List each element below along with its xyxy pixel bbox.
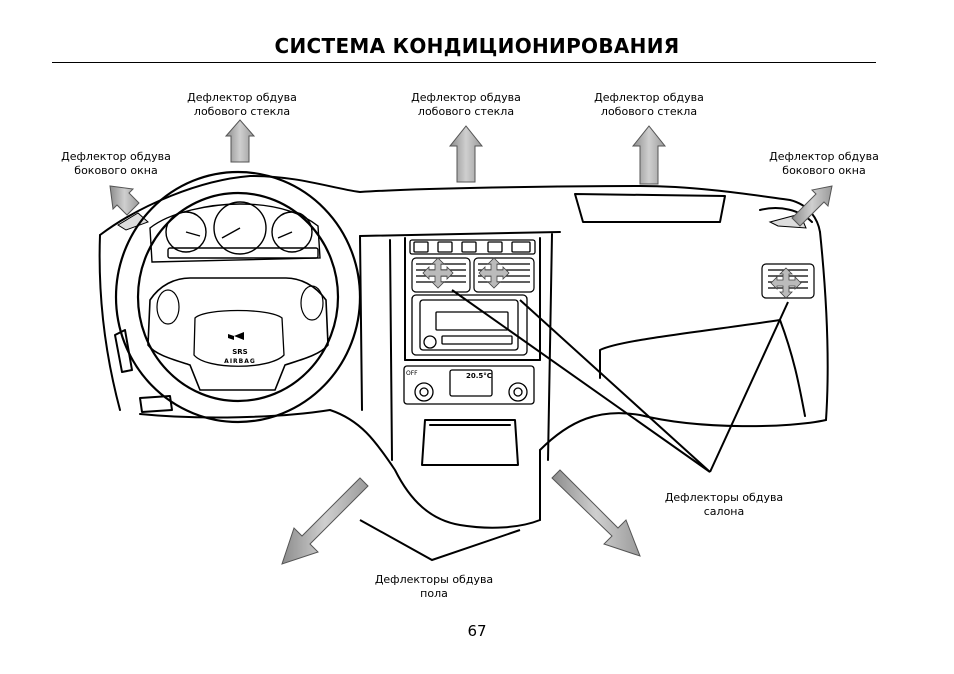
horn-icon xyxy=(228,332,244,340)
climate-off-label: OFF xyxy=(406,370,418,377)
page-title: СИСТЕМА КОНДИЦИОНИРОВАНИЯ xyxy=(274,34,680,58)
windshield-arrow-center xyxy=(448,125,484,183)
label-windshield-right: Дефлектор обдува лобового стекла xyxy=(594,91,704,118)
label-windshield-center: Дефлектор обдува лобового стекла xyxy=(411,91,521,118)
title-rule xyxy=(52,62,876,63)
climate-temp-readout: 20.5°C xyxy=(466,372,492,380)
right-vent-direction-icon xyxy=(770,267,802,299)
floor-arrow-left xyxy=(281,477,369,565)
center-console xyxy=(403,239,536,405)
page-number: 67 xyxy=(467,622,487,640)
left-side-vent xyxy=(117,212,149,231)
windshield-arrow-left xyxy=(224,119,256,163)
steering-wheel xyxy=(114,170,362,424)
center-vent-direction-icon xyxy=(422,257,510,289)
srs-marking: SRS xyxy=(232,348,247,356)
pointer-lines xyxy=(359,289,789,562)
label-side-window-right: Дефлектор обдува бокового окна xyxy=(769,150,879,177)
label-floor-vents: Дефлекторы обдува пола xyxy=(374,573,494,600)
side-window-arrow-left xyxy=(109,185,140,216)
label-side-window-left: Дефлектор обдува бокового окна xyxy=(61,150,171,177)
airbag-marking: AIRBAG xyxy=(224,358,256,365)
floor-arrow-right xyxy=(551,469,641,557)
label-cabin-vents: Дефлекторы обдува салона xyxy=(664,491,784,518)
dashboard-outline xyxy=(98,175,829,529)
label-windshield-left: Дефлектор обдува лобового стекла xyxy=(187,91,297,118)
windshield-arrow-right xyxy=(631,125,667,185)
side-window-arrow-right xyxy=(791,185,833,227)
